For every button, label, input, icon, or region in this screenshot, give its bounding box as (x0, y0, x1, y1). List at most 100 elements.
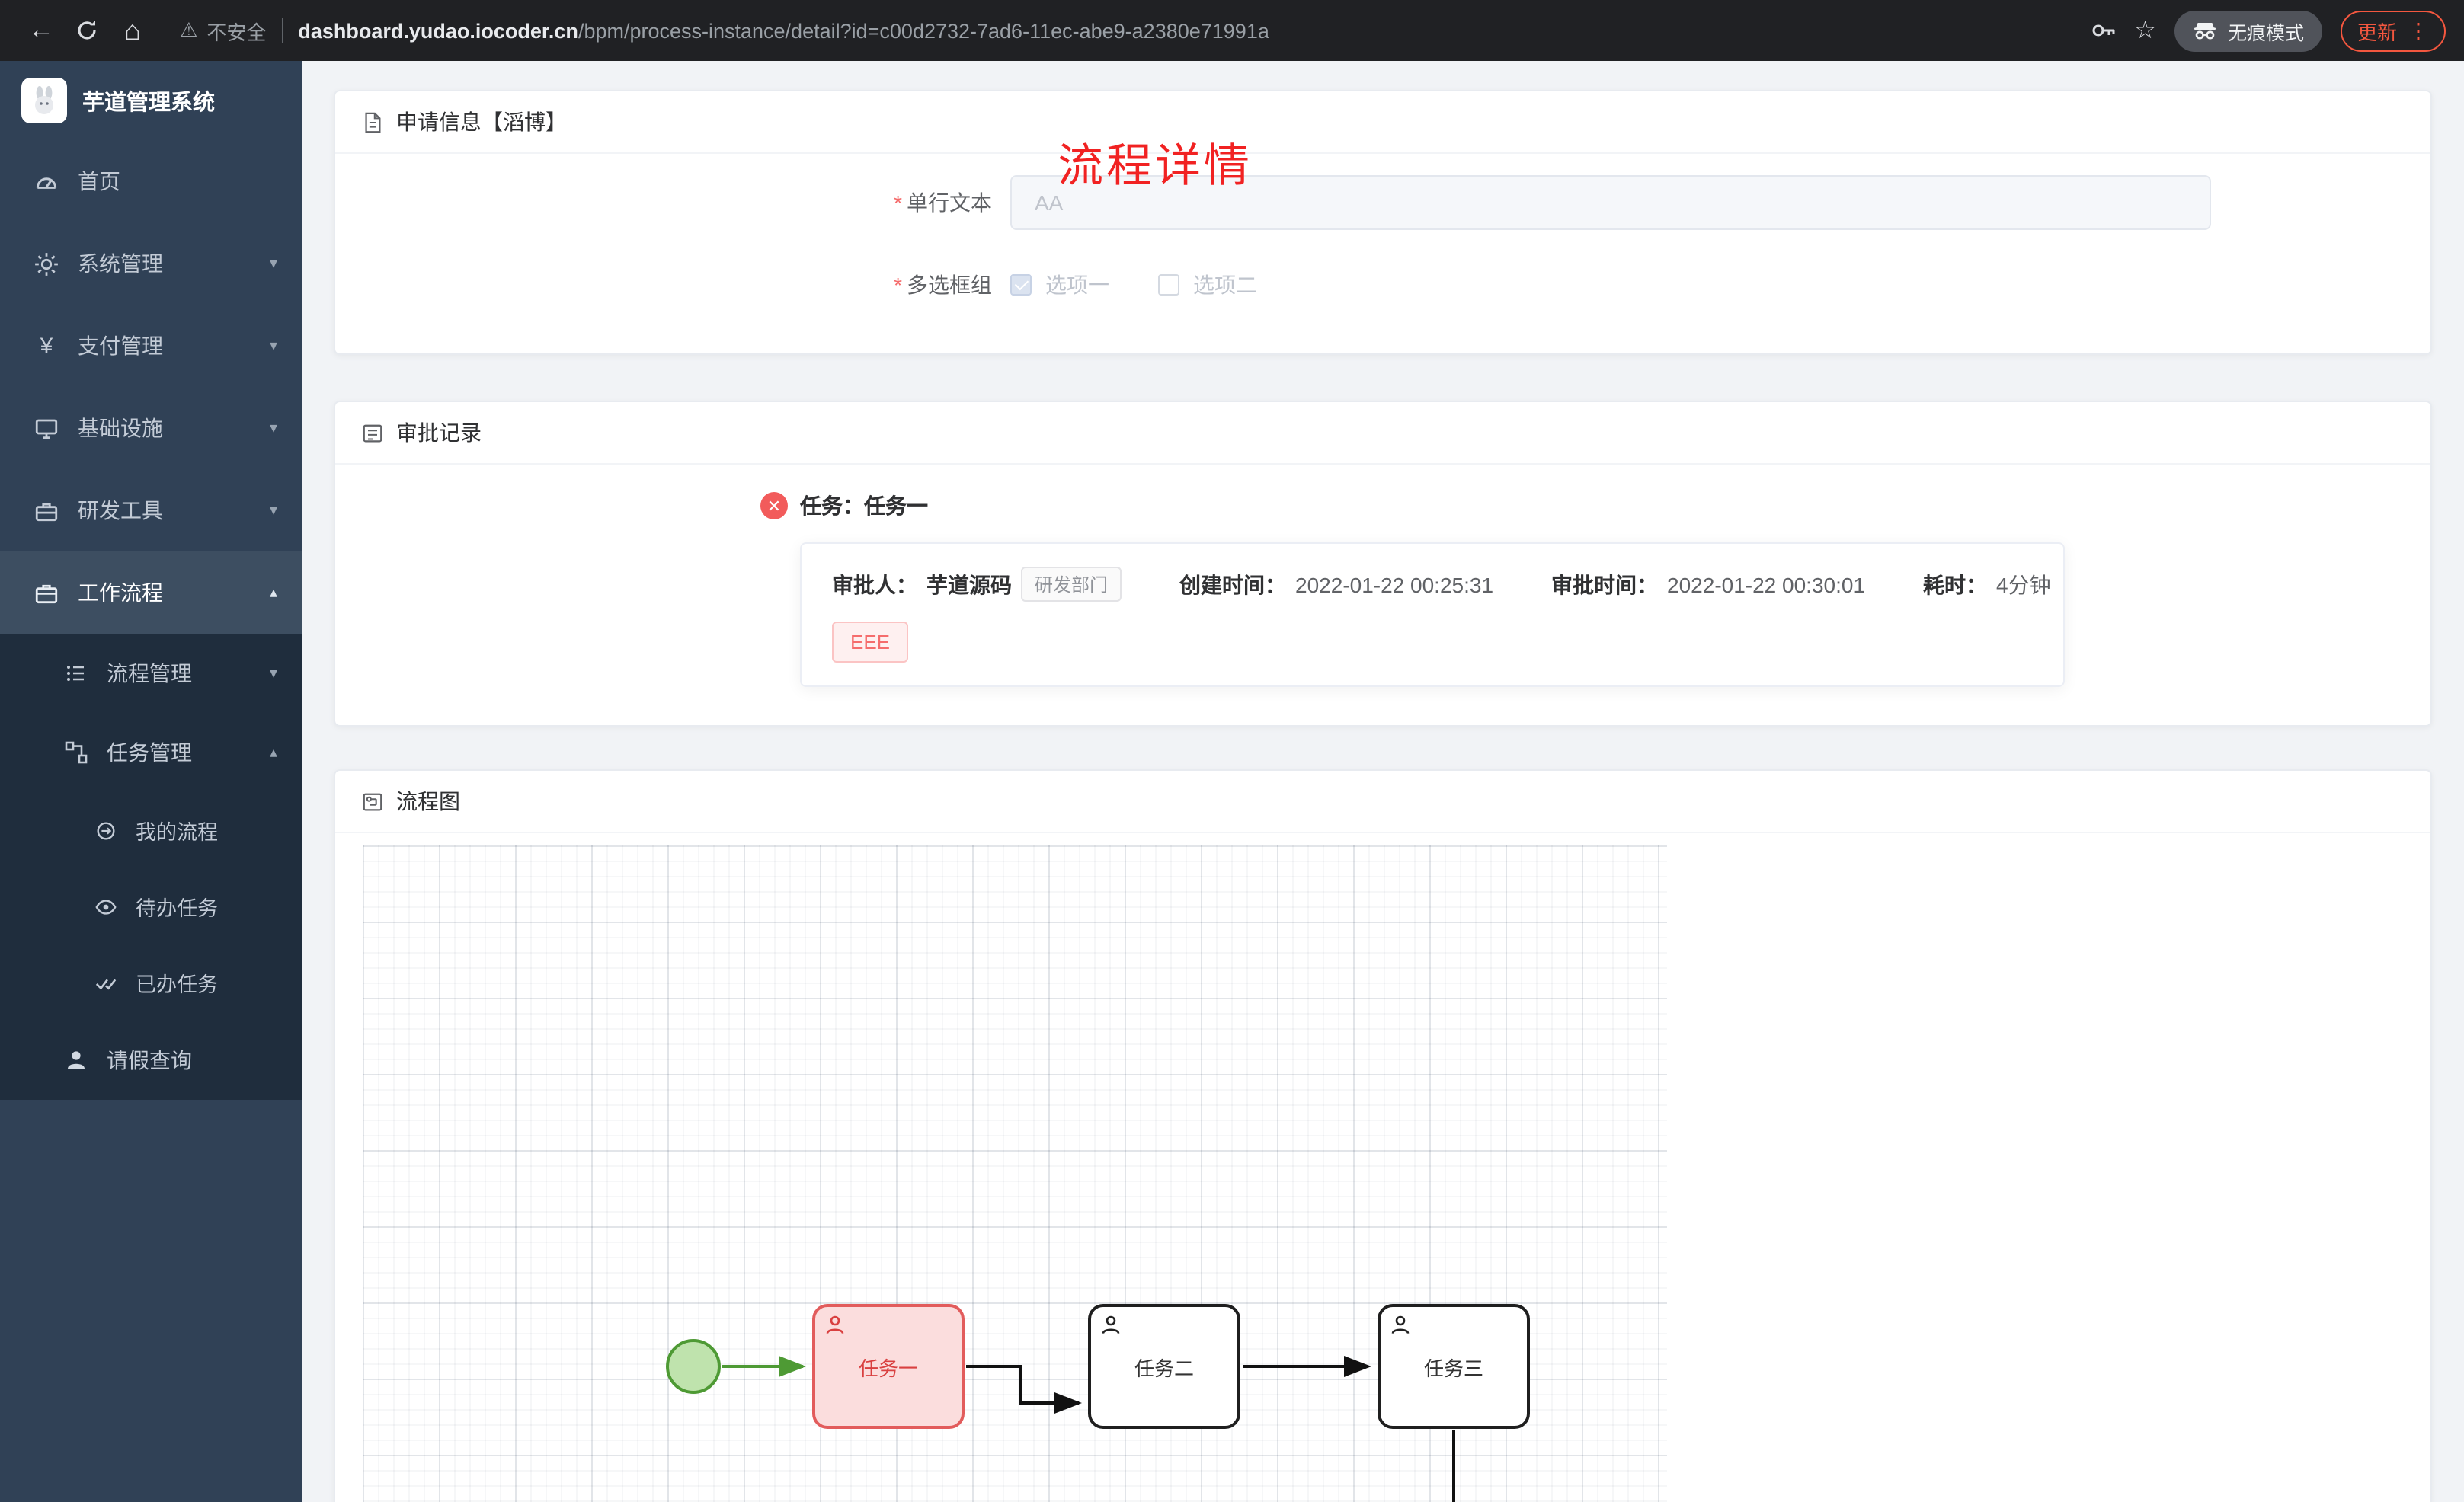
divider (281, 18, 283, 43)
sidebar-item-devtools[interactable]: 研发工具 ▾ (0, 469, 302, 551)
monitor-icon (35, 418, 58, 439)
duration-label: 耗时： (1923, 572, 1988, 596)
back-button[interactable]: ← (18, 8, 64, 53)
chevron-down-icon: ▾ (269, 420, 277, 436)
approval-card-title: 审批记录 (396, 420, 482, 445)
sidebar-item-system[interactable]: 系统管理 ▾ (0, 222, 302, 305)
logo-avatar (21, 78, 67, 123)
form-row-text: *单行文本 (335, 175, 2430, 230)
person-icon (68, 1051, 85, 1069)
apply-card-title: 申请信息【滔博】 (396, 110, 567, 134)
created-time: 2022-01-22 00:25:31 (1295, 572, 1494, 596)
home-icon: ⌂ (124, 14, 141, 45)
home-button[interactable]: ⌂ (110, 8, 155, 53)
comment-tag: EEE (832, 622, 909, 663)
sidebar-item-leave-query[interactable]: 请假查询 (0, 1021, 302, 1100)
input-label: *单行文本 (894, 190, 992, 215)
apply-info-card: 申请信息【滔博】 *单行文本 *多选框组 选项一 (334, 90, 2432, 355)
app-logo[interactable]: 芋道管理系统 (0, 61, 302, 140)
chevron-down-icon: ▾ (269, 665, 277, 682)
warning-icon: ⚠ (180, 18, 198, 41)
approval-record-card: 审批记录 ✕ 任务：任务一 审批人： 芋道源码 研发部门 (334, 401, 2432, 727)
sidebar-item-label: 系统管理 (78, 251, 163, 276)
address-bar[interactable]: dashboard.yudao.iocoder.cn/bpm/process-i… (298, 19, 2070, 42)
bookmark-star-icon[interactable]: ☆ (2134, 18, 2156, 44)
approval-card-header: 审批记录 (335, 402, 2430, 465)
security-label: 不安全 (206, 21, 267, 43)
sidebar-item-workflow[interactable]: 工作流程 ▴ (0, 551, 302, 634)
bpmn-canvas[interactable]: 任务一 任务二 任务三 (363, 845, 2403, 1502)
task-title: 任务：任务一 (800, 494, 928, 518)
sidebar-item-label: 首页 (78, 169, 120, 193)
error-status-icon: ✕ (760, 492, 788, 519)
browser-toolbar: ← ⌂ ⚠ 不安全 dashboard.yudao.iocoder.cn/bpm… (0, 0, 2464, 61)
duration-field: 耗时： 4分钟 (1923, 569, 2051, 599)
approval-meta-row: 审批人： 芋道源码 研发部门 创建时间： 2022-01-22 00:25:31… (832, 567, 2051, 602)
sidebar-item-label: 请假查询 (107, 1048, 192, 1072)
created-time-field: 创建时间： 2022-01-22 00:25:31 (1179, 569, 1493, 599)
page-title: 流程详情 (1058, 142, 1253, 192)
update-button[interactable]: 更新 ⋮ (2340, 10, 2446, 51)
process-diagram-card: 流程图 (334, 769, 2432, 1502)
approver-field: 审批人： 芋道源码 研发部门 (832, 567, 1122, 602)
sidebar-item-todo-tasks[interactable]: 待办任务 (0, 868, 302, 944)
dashboard-icon (36, 177, 57, 188)
refresh-button[interactable] (64, 8, 110, 53)
flow-icon (65, 741, 88, 764)
apply-card-header: 申请信息【滔博】 (335, 91, 2430, 154)
approved-label: 审批时间： (1551, 572, 1659, 596)
required-mark: * (894, 273, 902, 297)
incognito-badge[interactable]: 无痕模式 (2174, 10, 2322, 51)
dept-tag: 研发部门 (1021, 567, 1122, 602)
sidebar-item-done-tasks[interactable]: 已办任务 (0, 944, 302, 1021)
checkbox-option-1[interactable]: 选项二 (1158, 270, 1257, 300)
approver-label: 审批人： (832, 572, 917, 596)
duration-value: 4分钟 (1996, 572, 2051, 596)
route-icon (97, 821, 115, 839)
sidebar-item-process-mgmt[interactable]: 流程管理 ▾ (0, 634, 302, 713)
sidebar-item-infrastructure[interactable]: 基础设施 ▾ (0, 387, 302, 469)
list-icon (67, 666, 84, 681)
record-icon (363, 423, 382, 442)
sidebar-item-label: 流程管理 (107, 661, 192, 685)
gear-icon (35, 252, 58, 275)
sidebar-item-payment[interactable]: ¥ 支付管理 ▾ (0, 305, 302, 387)
incognito-icon (2194, 23, 2216, 40)
sidebar-item-task-mgmt[interactable]: 任务管理 ▴ (0, 713, 302, 792)
start-event-node[interactable] (666, 1339, 721, 1394)
task-node-3[interactable]: 任务三 (1378, 1304, 1530, 1429)
checkbox-option-0[interactable]: 选项一 (1010, 270, 1109, 300)
browser-menu-icon[interactable]: ⋮ (2408, 18, 2429, 42)
toolbox-icon (35, 502, 58, 521)
refresh-icon (78, 21, 96, 40)
diagram-icon (363, 792, 382, 810)
sidebar-item-my-process[interactable]: 我的流程 (0, 792, 302, 868)
url-path: /bpm/process-instance/detail?id=c00d2732… (578, 19, 1269, 42)
user-task-icon (1391, 1315, 1410, 1334)
chevron-down-icon: ▾ (269, 255, 277, 272)
key-icon[interactable] (2088, 17, 2116, 44)
security-badge[interactable]: ⚠ 不安全 (180, 16, 266, 45)
form-row-checkbox: *多选框组 选项一 选项二 (335, 270, 2430, 300)
task-node-1[interactable]: 任务一 (812, 1304, 965, 1429)
incognito-label: 无痕模式 (2227, 22, 2304, 43)
checkbox-label: 选项二 (1193, 273, 1257, 297)
sidebar-item-label: 任务管理 (107, 740, 192, 765)
sidebar-item-label: 已办任务 (136, 973, 218, 996)
checkbox-group: 选项一 选项二 (1010, 270, 1306, 300)
user-task-icon (826, 1315, 844, 1334)
task-label: 任务一 (858, 1357, 918, 1379)
task-timeline-item: ✕ 任务：任务一 (760, 491, 2394, 521)
approval-detail-card: 审批人： 芋道源码 研发部门 创建时间： 2022-01-22 00:25:31… (800, 542, 2065, 687)
document-icon (365, 111, 381, 133)
eye-icon (95, 899, 117, 914)
chevron-up-icon: ▴ (269, 584, 277, 601)
chevron-up-icon: ▴ (269, 744, 277, 761)
sidebar-item-label: 研发工具 (78, 498, 163, 523)
double-check-icon (95, 978, 117, 989)
checkbox-group-label: *多选框组 (894, 273, 992, 297)
checkbox-label: 选项一 (1045, 273, 1109, 297)
single-line-text-input[interactable] (1010, 175, 2211, 230)
sidebar-item-home[interactable]: 首页 (0, 140, 302, 222)
task-node-2[interactable]: 任务二 (1088, 1304, 1240, 1429)
